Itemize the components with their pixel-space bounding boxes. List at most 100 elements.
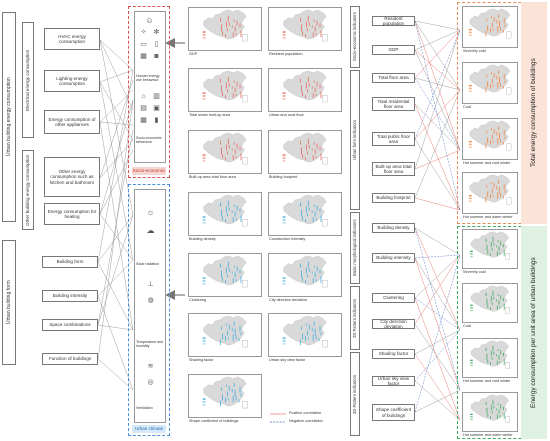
city-bar — [233, 204, 235, 207]
inset-box — [505, 362, 510, 369]
city-bar — [319, 208, 321, 213]
urban-climate-panel: ☼ ☁ Solar radiation ⊥ ◍ Temperature and … — [128, 184, 170, 436]
city-bar — [228, 207, 230, 211]
city-bar — [496, 185, 498, 190]
inset-box — [322, 34, 328, 42]
china-outline — [470, 394, 510, 421]
city-bar — [490, 194, 491, 199]
city-bar — [504, 190, 506, 194]
city-bar — [301, 85, 302, 93]
indicator-map-3-shape — [282, 70, 328, 103]
city-bar — [220, 78, 222, 83]
city-bar — [496, 251, 498, 256]
inset-box — [242, 340, 248, 348]
mini-legend-swatch — [202, 216, 206, 218]
city-bar — [300, 78, 302, 83]
inset-box — [506, 31, 512, 39]
city-bar — [490, 362, 491, 365]
city-bar — [312, 334, 314, 342]
city-bar — [225, 336, 226, 342]
socio-economic-panel: ☺ ✧ ✼ ▭ ▯ ▦ ◙ Human energy use behaviour… — [128, 6, 170, 178]
city-bar — [233, 19, 235, 22]
city-bar — [313, 204, 315, 207]
indicator-map-11 — [268, 313, 342, 357]
mini-legend-swatch — [470, 362, 473, 364]
city-bar — [233, 142, 235, 145]
mini-legend-swatch — [202, 340, 206, 342]
city-bar — [486, 74, 488, 78]
city-bar — [314, 272, 316, 278]
city-bar — [490, 253, 491, 256]
zone-caption-total-1: Cold — [463, 104, 471, 109]
indicator-map-9 — [268, 253, 342, 297]
city-bar — [315, 335, 317, 340]
city-bar — [490, 416, 491, 419]
city-bar — [497, 240, 499, 243]
tv-icon: ▭ — [140, 41, 147, 48]
city-bar — [493, 242, 495, 246]
city-bar — [226, 89, 228, 93]
city-bar — [225, 144, 227, 151]
city-bar — [311, 210, 313, 213]
mini-legend-swatch — [282, 92, 286, 94]
climate-inner-box: ☼ ☁ Solar radiation ⊥ ◍ Temperature and … — [134, 189, 166, 423]
indicator-map-caption-1: Resident population — [269, 51, 303, 56]
city-bar — [305, 219, 306, 223]
mini-legend-swatch — [468, 197, 472, 200]
city-bar — [238, 338, 240, 342]
indicator-group-urban-form-title: Urban form indicators — [352, 119, 357, 161]
city-bar — [225, 82, 227, 89]
city-bar — [504, 136, 506, 140]
city-bar — [498, 300, 500, 305]
city-bar — [221, 387, 222, 391]
mini-legend-swatch — [282, 95, 286, 97]
mini-legend-swatch — [202, 157, 206, 159]
city-bar — [498, 246, 500, 251]
city-bar — [311, 271, 313, 274]
city-bar — [491, 188, 493, 194]
mini-legend-swatch — [282, 343, 286, 345]
city-bar — [231, 271, 233, 274]
zone-caption-total-2: Hot summer and cold winter — [463, 160, 511, 165]
indicator-map-11-shape — [282, 315, 328, 348]
city-bar — [485, 196, 487, 203]
city-bar — [316, 266, 318, 272]
city-bar — [221, 326, 222, 330]
china-outline — [203, 255, 247, 286]
city-bar — [240, 153, 242, 161]
city-bar — [307, 337, 309, 340]
city-bar — [239, 146, 241, 151]
city-bar — [486, 298, 488, 305]
city-bar — [500, 241, 502, 246]
city-bar — [490, 351, 492, 357]
other-group-box: Other building energy consumption — [22, 150, 34, 230]
city-bar — [497, 349, 499, 352]
city-bar — [502, 352, 504, 357]
drop-icon: ◍ — [147, 297, 154, 304]
city-bar — [490, 296, 492, 302]
city-bar — [504, 80, 506, 84]
city-bar — [487, 304, 489, 309]
mini-legend-swatch — [468, 200, 472, 202]
city-bar — [232, 278, 234, 284]
indicator-total-floor-area: Total floor area — [372, 73, 415, 83]
mini-legend-swatch — [202, 404, 206, 406]
city-bar — [307, 138, 309, 145]
indicator-group-socio-title: Socio-economic indicators — [352, 12, 357, 62]
city-bar — [318, 338, 320, 342]
city-bar — [493, 129, 495, 134]
city-bar — [491, 302, 493, 305]
city-bar — [231, 25, 233, 28]
zone-map-total-1-shape — [468, 64, 512, 95]
city-bar — [490, 16, 492, 18]
city-bar — [490, 72, 492, 74]
city-bar — [499, 361, 501, 364]
city-bar — [486, 18, 488, 22]
city-bar — [486, 244, 488, 251]
city-bar — [493, 405, 495, 409]
indicator-clustering: Clustering — [372, 293, 415, 303]
city-bar — [498, 126, 500, 130]
city-bar — [493, 73, 495, 78]
city-bar — [491, 22, 493, 28]
city-bar — [491, 78, 493, 84]
